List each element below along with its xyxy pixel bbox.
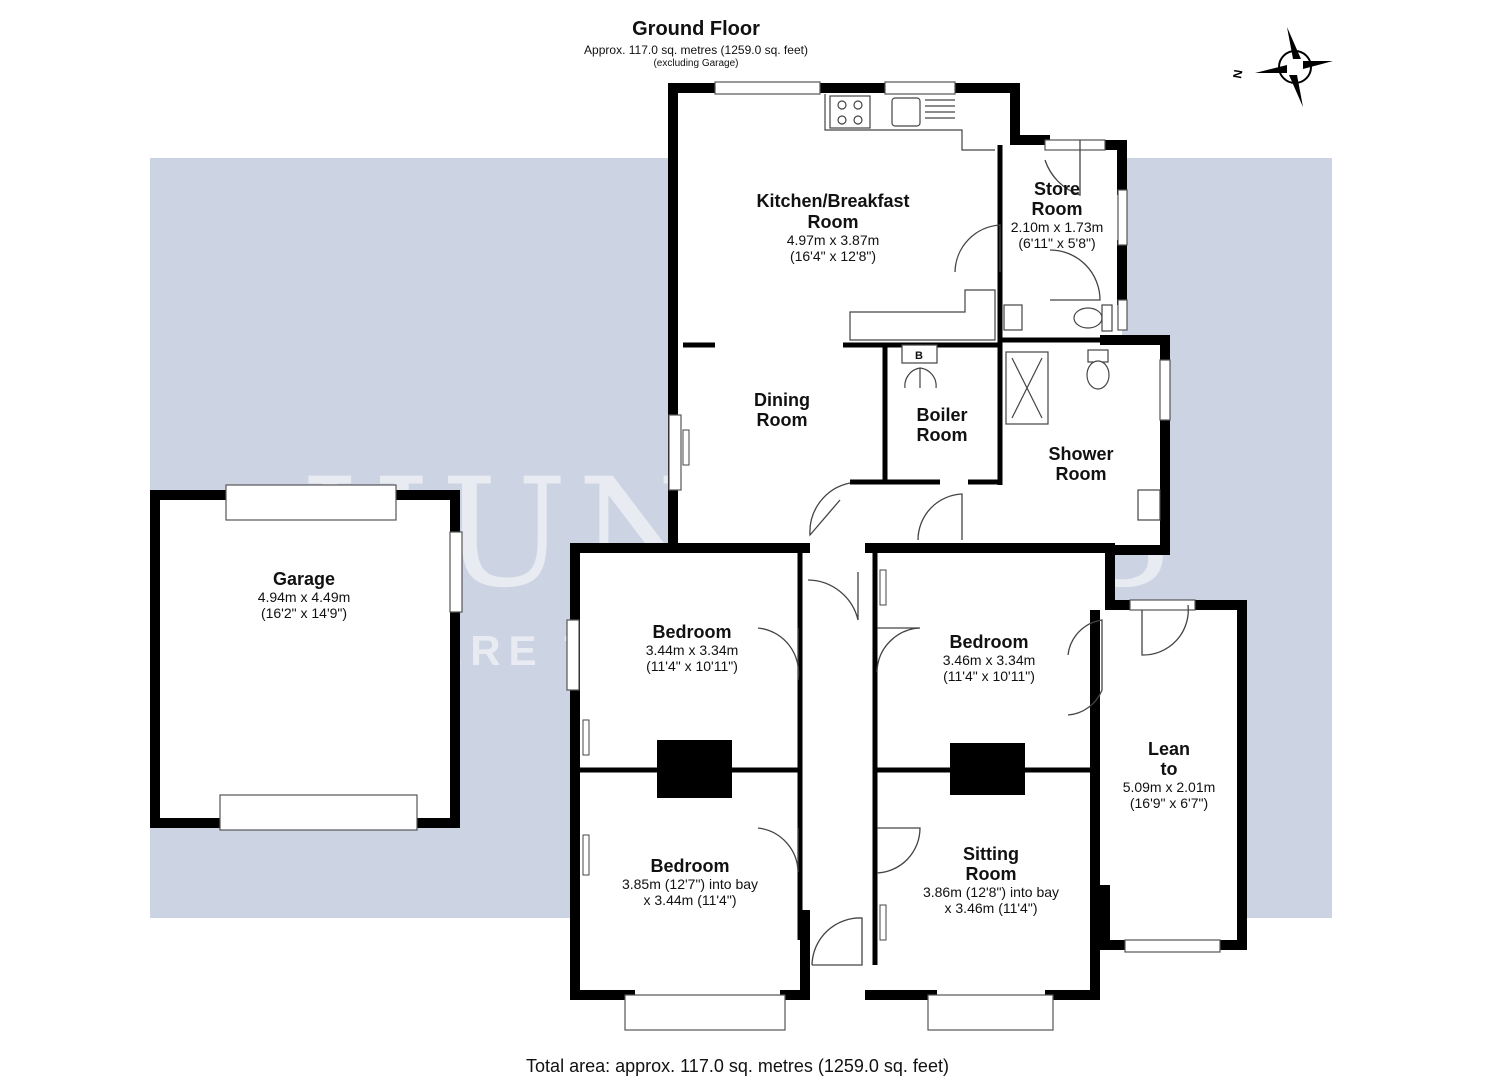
garage-wall-right bbox=[390, 490, 460, 828]
compass-north-label: N bbox=[1230, 69, 1245, 80]
leanto-wall-east bbox=[1190, 600, 1247, 950]
dining-name: Dining bbox=[754, 390, 810, 410]
sitting-dims: 3.86m (12'8") into bay bbox=[923, 884, 1059, 900]
bathroom-fittings bbox=[1003, 304, 1161, 521]
shower-wall-east bbox=[1105, 415, 1170, 555]
floor-area-note: (excluding Garage) bbox=[653, 58, 739, 69]
kitchen-name-2: Room bbox=[808, 212, 859, 232]
bedroom2-dims-imperial: (11'4" x 10'11") bbox=[943, 668, 1035, 684]
leanto-dims: 5.09m x 2.01m bbox=[1123, 779, 1216, 795]
bedroom3-name: Bedroom bbox=[650, 856, 729, 876]
store-name: Store bbox=[1034, 179, 1080, 199]
sitting-dims-imperial: x 3.46m (11'4") bbox=[945, 900, 1038, 916]
floor-area: Approx. 117.0 sq. metres (1259.0 sq. fee… bbox=[584, 43, 808, 57]
kitchen-dims-imperial: (16'4" x 12'8") bbox=[790, 248, 876, 264]
leanto-dims-imperial: (16'9" x 6'7") bbox=[1130, 795, 1208, 811]
shower-name-2: Room bbox=[1056, 464, 1107, 484]
garage-dims-imperial: (16'2" x 14'9") bbox=[261, 605, 347, 621]
kitchen-name: Kitchen/Breakfast bbox=[756, 191, 909, 211]
kitchen-dims: 4.97m x 3.87m bbox=[787, 232, 880, 248]
sitting-name: Sitting bbox=[963, 844, 1019, 864]
bedroom1-dims-imperial: (11'4" x 10'11") bbox=[646, 658, 738, 674]
sitting-name-2: Room bbox=[966, 864, 1017, 884]
boiler-cupboard bbox=[901, 344, 938, 389]
store-dims: 2.10m x 1.73m bbox=[1011, 219, 1104, 235]
store-dims-imperial: (6'11" x 5'8") bbox=[1018, 235, 1095, 251]
bedroom1-dims: 3.44m x 3.34m bbox=[646, 642, 739, 658]
garage-wall-left bbox=[150, 490, 228, 828]
bedroom2-dims: 3.46m x 3.34m bbox=[943, 652, 1036, 668]
windows bbox=[219, 81, 1221, 1031]
chimney-breast-right bbox=[950, 743, 1025, 795]
bedroom3-dims: 3.85m (12'7") into bay bbox=[622, 876, 758, 892]
bedroom2-wall-north bbox=[865, 543, 1135, 610]
kitchen-fittings bbox=[824, 94, 996, 341]
store-name-2: Room bbox=[1032, 199, 1083, 219]
boiler-badge: B bbox=[915, 350, 923, 362]
kitchen-wall-north-b bbox=[950, 83, 1050, 145]
store-wall-north bbox=[1100, 140, 1127, 195]
leanto-name: Lean bbox=[1148, 739, 1190, 759]
shower-name: Shower bbox=[1048, 444, 1113, 464]
doors bbox=[757, 140, 1189, 966]
bedroom1-name: Bedroom bbox=[652, 622, 731, 642]
bedroom3-wall-south bbox=[780, 910, 810, 1000]
sitting-wall-east bbox=[1045, 610, 1100, 1000]
walls bbox=[150, 83, 1247, 1000]
bedroom2-name: Bedroom bbox=[949, 632, 1028, 652]
compass-icon: N bbox=[1230, 27, 1333, 107]
boiler-name: Boiler bbox=[916, 405, 967, 425]
radiators bbox=[582, 429, 887, 941]
leanto-name-2: to bbox=[1161, 759, 1178, 779]
shower-wall-north bbox=[1100, 335, 1170, 365]
garage-name: Garage bbox=[273, 569, 335, 589]
floor-title: Ground Floor bbox=[632, 18, 760, 40]
room-labels: Kitchen/Breakfast Room 4.97m x 3.87m (16… bbox=[258, 179, 1216, 916]
dining-name-2: Room bbox=[757, 410, 808, 430]
bedroom-wall-west bbox=[570, 543, 810, 1000]
total-area: Total area: approx. 117.0 sq. metres (12… bbox=[526, 1056, 949, 1076]
boiler-name-2: Room bbox=[917, 425, 968, 445]
leanto-wall-south bbox=[1100, 885, 1130, 950]
plan-header: Ground Floor Approx. 117.0 sq. metres (1… bbox=[0, 18, 1392, 69]
chimney-breast-left bbox=[657, 740, 732, 798]
kitchen-wall-west bbox=[668, 83, 720, 553]
garage-dims: 4.94m x 4.49m bbox=[258, 589, 351, 605]
bedroom3-dims-imperial: x 3.44m (11'4") bbox=[644, 892, 737, 908]
